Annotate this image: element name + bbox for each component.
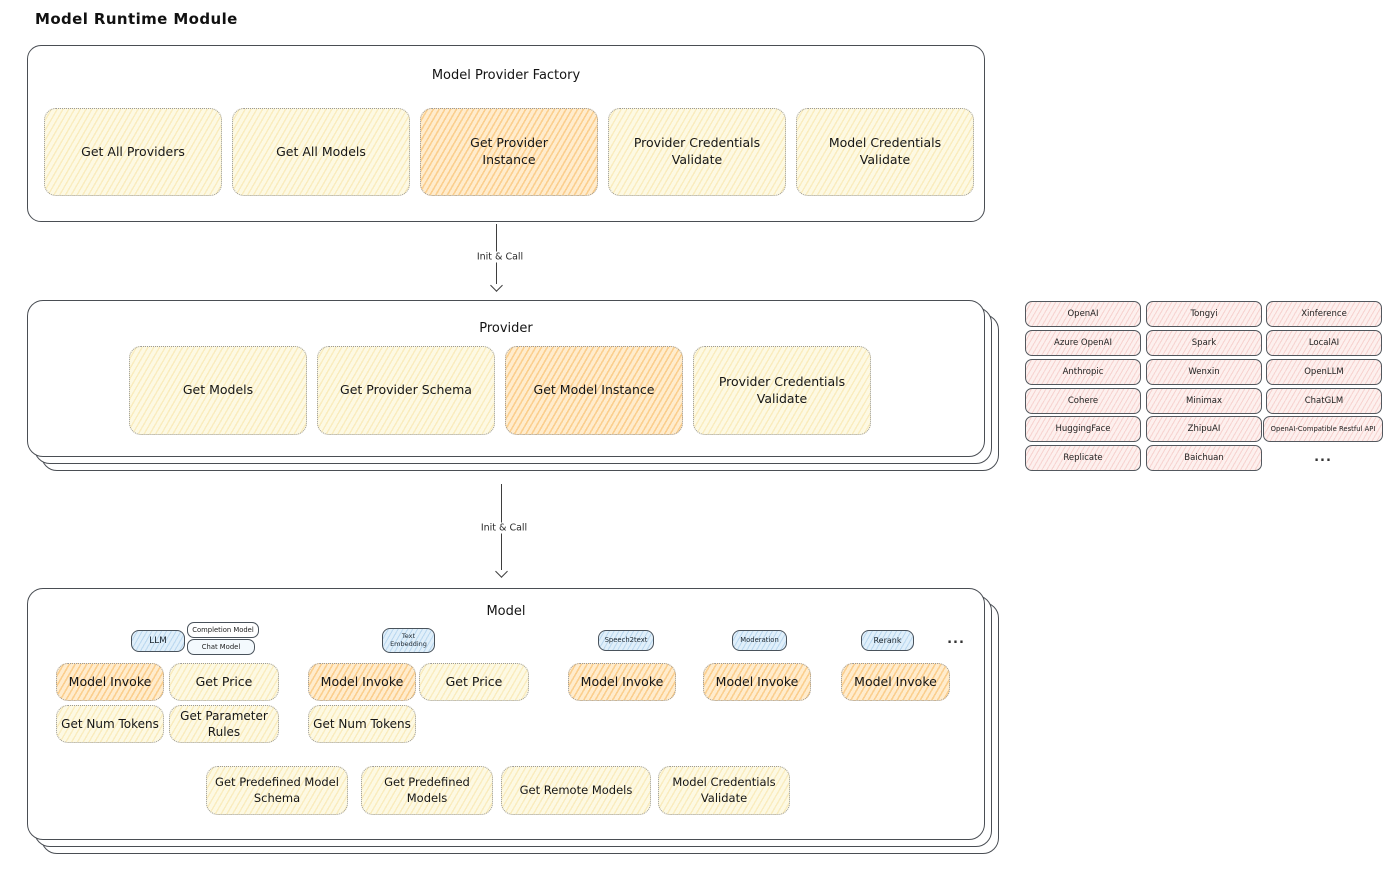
node-get-model-instance: Get Model Instance	[505, 346, 683, 435]
provider-chip-azure-openai: Azure OpenAI	[1025, 330, 1141, 356]
node-get-provider-schema: Get Provider Schema	[317, 346, 495, 435]
tag-moderation: Moderation	[732, 630, 787, 651]
node-rerank-model-invoke: Model Invoke	[841, 663, 950, 701]
tag-completion-model: Completion Model	[187, 622, 259, 638]
provider-chip-replicate: Replicate	[1025, 445, 1141, 471]
node-llm-model-invoke: Model Invoke	[56, 663, 164, 701]
provider-chip-zhipuai: ZhipuAI	[1146, 416, 1262, 442]
tag-chat-model: Chat Model	[187, 639, 255, 655]
provider-list-more: ...	[1314, 449, 1332, 465]
model-tags-more: ...	[947, 631, 965, 647]
model-panel: Model LLM Completion Model Chat Model Te…	[27, 588, 985, 840]
node-get-all-models: Get All Models	[232, 108, 410, 196]
node-get-all-providers: Get All Providers	[44, 108, 222, 196]
node-provider-credentials-validate-2: Provider Credentials Validate	[693, 346, 871, 435]
node-model-credentials-validate: Model Credentials Validate	[796, 108, 974, 196]
provider-chip-xinference: Xinference	[1266, 301, 1382, 327]
provider-chip-openai: OpenAI	[1025, 301, 1141, 327]
provider-chip-tongyi: Tongyi	[1146, 301, 1262, 327]
node-get-predefined-model-schema: Get Predefined Model Schema	[206, 766, 348, 815]
node-embedding-model-invoke: Model Invoke	[308, 663, 416, 701]
provider-chip-minimax: Minimax	[1146, 388, 1262, 414]
tag-speech2text: Speech2text	[598, 630, 654, 651]
page-title: Model Runtime Module	[35, 10, 238, 28]
provider-chip-localai: LocalAI	[1266, 330, 1382, 356]
provider-chip-baichuan: Baichuan	[1146, 445, 1262, 471]
tag-llm: LLM	[131, 630, 185, 652]
tag-text-embedding: Text Embedding	[382, 628, 435, 653]
node-embedding-get-price: Get Price	[419, 663, 529, 701]
node-get-provider-instance: Get Provider Instance	[420, 108, 598, 196]
node-model-credentials-validate-2: Model Credentials Validate	[658, 766, 790, 815]
provider-chip-spark: Spark	[1146, 330, 1262, 356]
tag-rerank: Rerank	[861, 630, 914, 651]
model-title: Model	[486, 604, 526, 619]
node-get-models: Get Models	[129, 346, 307, 435]
factory-panel: Model Provider Factory Get All Providers…	[27, 45, 985, 222]
provider-chip-wenxin: Wenxin	[1146, 359, 1262, 385]
factory-title: Model Provider Factory	[431, 68, 581, 83]
provider-chip-cohere: Cohere	[1025, 388, 1141, 414]
provider-chip-chatglm: ChatGLM	[1266, 388, 1382, 414]
provider-chip-anthropic: Anthropic	[1025, 359, 1141, 385]
arrow-label-init-call-1: Init & Call	[472, 251, 528, 263]
provider-title: Provider	[479, 321, 533, 336]
provider-chip-openai-compatible: OpenAI-Compatible Restful API	[1263, 416, 1383, 442]
node-speech2text-model-invoke: Model Invoke	[568, 663, 676, 701]
arrow-head-icon	[490, 279, 503, 292]
provider-chip-huggingface: HuggingFace	[1025, 416, 1141, 442]
node-embedding-get-num-tokens: Get Num Tokens	[308, 705, 416, 743]
node-get-remote-models: Get Remote Models	[501, 766, 651, 815]
provider-panel: Provider Get Models Get Provider Schema …	[27, 300, 985, 457]
provider-chip-openllm: OpenLLM	[1266, 359, 1382, 385]
arrow-label-init-call-2: Init & Call	[476, 522, 532, 534]
node-llm-get-price: Get Price	[169, 663, 279, 701]
node-llm-get-num-tokens: Get Num Tokens	[56, 705, 164, 743]
node-get-predefined-models: Get Predefined Models	[361, 766, 493, 815]
node-provider-credentials-validate: Provider Credentials Validate	[608, 108, 786, 196]
arrow-head-icon	[495, 565, 508, 578]
node-moderation-model-invoke: Model Invoke	[703, 663, 811, 701]
node-llm-get-parameter-rules: Get Parameter Rules	[169, 705, 279, 743]
